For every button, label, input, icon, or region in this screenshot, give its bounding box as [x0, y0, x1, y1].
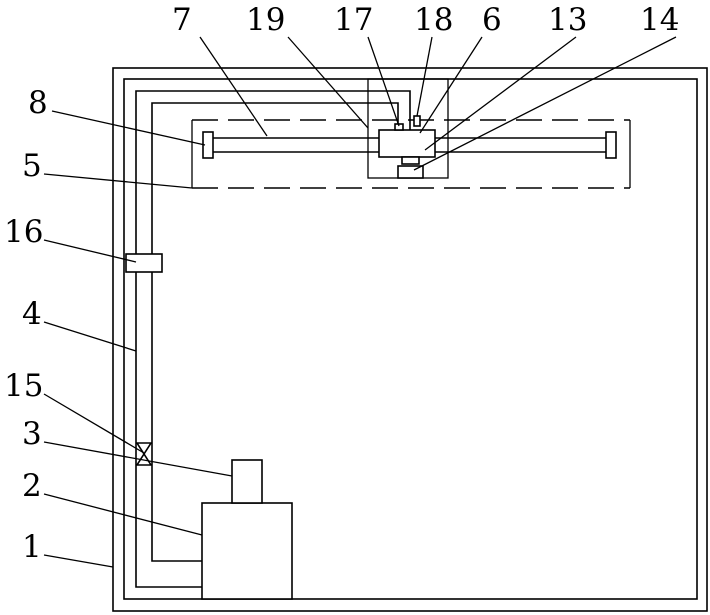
pump-body-2	[202, 503, 292, 599]
label-2: 2	[22, 468, 42, 504]
label-15: 15	[4, 368, 43, 404]
label-19: 19	[246, 2, 285, 38]
label-3: 3	[22, 416, 42, 452]
label-8: 8	[28, 85, 48, 121]
label-17: 17	[334, 2, 373, 38]
label-4: 4	[22, 296, 42, 332]
label-14: 14	[640, 2, 679, 38]
label-13: 13	[548, 2, 587, 38]
leader-lines	[44, 37, 676, 567]
label-6: 6	[482, 2, 502, 38]
motor-3	[232, 460, 262, 503]
label-5: 5	[22, 148, 42, 184]
label-16: 16	[4, 214, 43, 250]
label-7: 7	[172, 2, 192, 38]
label-18: 18	[414, 2, 453, 38]
valve-15	[137, 443, 151, 465]
nozzle-assembly	[379, 116, 435, 178]
label-1: 1	[22, 529, 42, 565]
block-16	[126, 254, 162, 272]
